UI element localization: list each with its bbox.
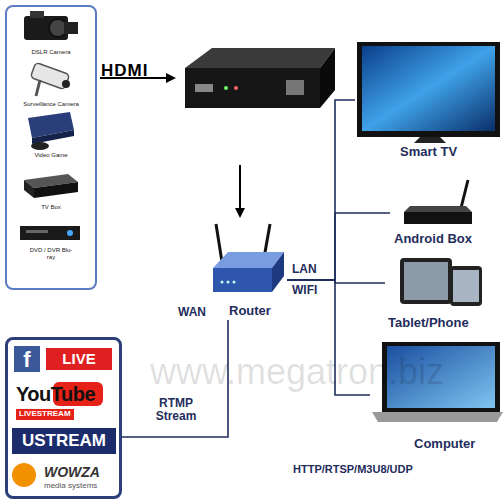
output-device: Smart TV xyxy=(355,38,503,165)
device-label: Video Game xyxy=(15,152,87,159)
encoder-device xyxy=(185,48,335,108)
ustream-logo: USTREAM xyxy=(12,428,116,454)
wowza-logo-circle xyxy=(12,463,36,487)
router-icon xyxy=(213,224,284,292)
device-label: Surveillance Camera xyxy=(15,101,87,108)
source-device-panel: DSLR CameraSurveillance CameraVideo Game… xyxy=(5,5,97,290)
tv-box-icon xyxy=(24,174,78,198)
tablet-phone-icon xyxy=(400,258,482,306)
port-label: WAN xyxy=(178,306,206,319)
dslr-camera-icon xyxy=(24,11,78,40)
network-connector xyxy=(287,213,390,280)
port-label: WIFI xyxy=(292,284,317,297)
device-label: DVD / DVR Blu-ray xyxy=(27,247,75,260)
facebook-logo: f xyxy=(14,346,40,372)
android-box-icon xyxy=(404,180,472,224)
smart-tv-icon xyxy=(357,42,500,143)
device-label: DSLR Camera xyxy=(15,49,87,56)
surveillance-camera-icon xyxy=(30,62,70,96)
protocol-label: HTTP/RTSP/M3U8/UDP xyxy=(293,463,413,475)
wowza-tagline: media systems xyxy=(44,482,97,491)
panel-background xyxy=(5,337,122,499)
device-label: TV Box xyxy=(15,204,87,211)
device-label: Android Box xyxy=(394,232,472,246)
router-label: Router xyxy=(229,304,271,318)
wowza-logo: WOWZA xyxy=(44,465,100,480)
output-device: Tablet/Phone xyxy=(385,252,503,332)
live-badge: LIVE xyxy=(46,348,112,370)
streaming-platform-panel: f LIVE YouTubeLIVESTREAM USTREAM WOWZA media … xyxy=(5,337,122,499)
device-label: Smart TV xyxy=(400,145,457,159)
arrow-head xyxy=(166,73,176,83)
dvd-player-icon xyxy=(20,226,80,240)
device-label: Computer xyxy=(414,437,475,451)
game-console-icon xyxy=(28,112,74,150)
arrow-head xyxy=(235,208,245,218)
youtube-logo: YouTube xyxy=(16,383,95,405)
device-label: Tablet/Phone xyxy=(388,316,469,330)
output-device: Android Box xyxy=(390,175,503,248)
port-label: LAN xyxy=(292,263,317,276)
network-connector xyxy=(287,100,355,280)
interface-label: HDMI xyxy=(101,62,148,81)
livestream-badge: LIVESTREAM xyxy=(16,409,74,420)
router-node: Router xyxy=(205,218,287,320)
edge-label: RTMP Stream xyxy=(146,397,206,423)
network-connector xyxy=(287,280,385,283)
watermark: www.megatron.biz xyxy=(150,352,444,392)
network-arrow xyxy=(239,165,241,210)
